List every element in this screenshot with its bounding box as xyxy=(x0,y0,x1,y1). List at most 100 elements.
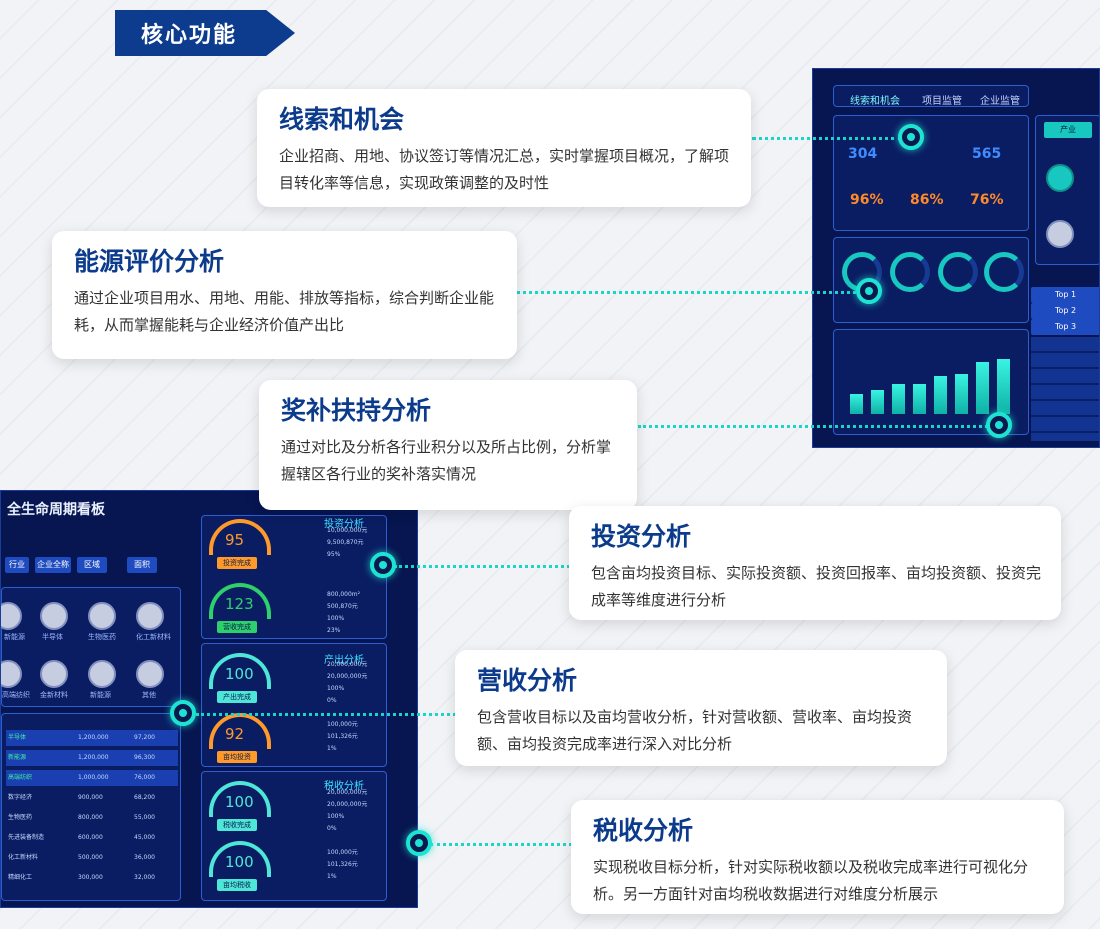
chart-bar xyxy=(871,390,884,414)
dashboard-title: 全生命周期看板 xyxy=(7,502,105,518)
feature-card-tax: 税收分析 实现税收目标分析，针对实际税收额以及税收完成率进行可视化分析。另一方面… xyxy=(571,800,1064,914)
gauge-values: 10,000,000元 9,500,870元 95% xyxy=(327,527,368,558)
table-cell: 32,000 xyxy=(134,874,155,881)
industry-label: 其他 xyxy=(142,691,156,699)
gauge-tag: 产出完成 xyxy=(217,691,257,703)
industry-label: 高端纺织 xyxy=(2,691,30,699)
table-cell: 数字经济 xyxy=(8,794,33,801)
gauge-value: 95 xyxy=(225,531,245,549)
feature-desc: 实现税收目标分析，针对实际税收额以及税收完成率进行可视化分析。另一方面针对亩均税… xyxy=(593,858,1029,903)
connector-line xyxy=(430,843,572,846)
table-cell: 900,000 xyxy=(78,794,103,801)
gauge-value: 92 xyxy=(225,725,245,743)
connector-line xyxy=(516,291,870,294)
industry-label: 新能源 xyxy=(90,691,111,699)
industry-icon[interactable] xyxy=(136,660,164,688)
feature-card-subsidy: 奖补扶持分析 通过对比及分析各行业积分以及所占比例，分析掌握辖区各行业的奖补落实… xyxy=(259,380,637,510)
dash-top-category-panel: 产业 xyxy=(1035,115,1099,265)
feature-title: 能源评价分析 xyxy=(74,247,225,276)
industry-icon[interactable] xyxy=(40,660,68,688)
dash-top-metrics-panel: 304 565 96% 86% 76% xyxy=(833,115,1029,231)
feature-desc: 通过对比及分析各行业积分以及所占比例，分析掌握辖区各行业的奖补落实情况 xyxy=(281,438,612,483)
gauge-tag: 投资完成 xyxy=(217,557,257,569)
filter-tab[interactable]: 区域 xyxy=(77,557,107,573)
table-cell: 600,000 xyxy=(78,834,103,841)
industry-icon[interactable] xyxy=(1,660,22,688)
table-cell: 76,000 xyxy=(134,774,155,781)
connector-node xyxy=(986,412,1012,438)
table-cell: 500,000 xyxy=(78,854,103,861)
gauge-ring xyxy=(890,252,930,292)
bar-chart xyxy=(834,330,1030,436)
chart-bar xyxy=(934,376,947,414)
top-list-item[interactable]: Top 3 xyxy=(1031,319,1099,335)
table-row[interactable]: 半导体 1,200,000 97,200 xyxy=(6,730,178,746)
gauge-values: 100,000元 101,326元 1% xyxy=(327,721,358,752)
metric-value: 304 xyxy=(848,146,878,162)
table-cell: 1,200,000 xyxy=(78,734,109,741)
industry-icon[interactable] xyxy=(40,602,68,630)
metric-value: 565 xyxy=(972,146,1002,162)
table-cell: 先进装备制造 xyxy=(8,834,45,841)
gauge-value: 123 xyxy=(225,595,254,613)
industry-icon[interactable] xyxy=(88,602,116,630)
gauge-value: 100 xyxy=(225,793,254,811)
table-cell: 半导体 xyxy=(8,734,27,741)
top-list-item[interactable]: Top 2 xyxy=(1031,303,1099,319)
industry-icon[interactable] xyxy=(136,602,164,630)
chart-bar xyxy=(850,394,863,414)
filter-tab[interactable]: 面积 xyxy=(127,557,157,573)
top-list-item[interactable]: Top 1 xyxy=(1031,287,1099,303)
filter-tab[interactable]: 行业 xyxy=(5,557,29,573)
table-cell: 97,200 xyxy=(134,734,155,741)
section-banner: 核心功能 xyxy=(115,10,295,56)
industry-icon[interactable] xyxy=(88,660,116,688)
feature-desc: 通过企业项目用水、用地、用能、排放等指标，综合判断企业能耗，从而掌握能耗与企业经… xyxy=(74,289,495,334)
gauge-values: 800,000m² 500,870元 100% 23% xyxy=(327,591,361,634)
feature-title: 投资分析 xyxy=(591,522,692,551)
chart-bar xyxy=(976,362,989,414)
section-title: 税收分析 xyxy=(324,781,364,792)
feature-desc: 企业招商、用地、协议签订等情况汇总，实时掌握项目概况，了解项目转化率等信息，实现… xyxy=(279,147,730,192)
gauge-tag: 亩均投资 xyxy=(217,751,257,763)
category-icons-panel: 新能源 半导体 生物医药 化工新材料 高端纺织 金新材料 新能源 其他 xyxy=(1,587,181,707)
section-title: 产出分析 xyxy=(324,655,364,666)
feature-card-energy: 能源评价分析 通过企业项目用水、用地、用能、排放等指标，综合判断企业能耗，从而掌… xyxy=(52,231,517,359)
connector-line xyxy=(394,565,570,568)
gauge-values: 20,000,000元 20,000,000元 100% 0% xyxy=(327,789,368,832)
connector-node xyxy=(856,278,882,304)
industry-icon[interactable] xyxy=(1,602,22,630)
gauge-value: 100 xyxy=(225,665,254,683)
dash-top-tab-1[interactable]: 线索和机会 xyxy=(850,96,900,107)
feature-title: 线索和机会 xyxy=(279,105,405,134)
connector-node xyxy=(170,700,196,726)
filter-tab[interactable]: 企业全称 xyxy=(35,557,71,573)
table-cell: 36,000 xyxy=(134,854,155,861)
table-cell: 300,000 xyxy=(78,874,103,881)
feature-card-investment: 投资分析 包含亩均投资目标、实际投资额、投资回报率、亩均投资额、投资完成率等维度… xyxy=(569,506,1061,620)
dash-top-tab-2[interactable]: 项目监管 xyxy=(922,96,962,107)
monitor-icon[interactable] xyxy=(1046,220,1074,248)
list-rows xyxy=(1031,337,1099,441)
industry-label: 化工新材料 xyxy=(136,633,171,641)
table-cell: 55,000 xyxy=(134,814,155,821)
gauge-ring xyxy=(938,252,978,292)
grid-icon[interactable] xyxy=(1046,164,1074,192)
industry-label: 生物医药 xyxy=(88,633,116,641)
dash-top-tab-3[interactable]: 企业监管 xyxy=(980,96,1020,107)
dashboard-preview-bottom: 全生命周期看板 行业 企业全称 区域 面积 新能源 半导体 生物医药 化工新材料… xyxy=(0,490,418,908)
category-tab[interactable]: 产业 xyxy=(1044,122,1092,138)
gauge-values: 100,000元 101,326元 1% xyxy=(327,849,358,880)
feature-desc: 包含亩均投资目标、实际投资额、投资回报率、亩均投资额、投资完成率等维度进行分析 xyxy=(591,564,1042,609)
table-cell: 高端纺织 xyxy=(8,774,33,781)
connector-line xyxy=(752,137,902,140)
metric-value: 76% xyxy=(970,192,1004,208)
